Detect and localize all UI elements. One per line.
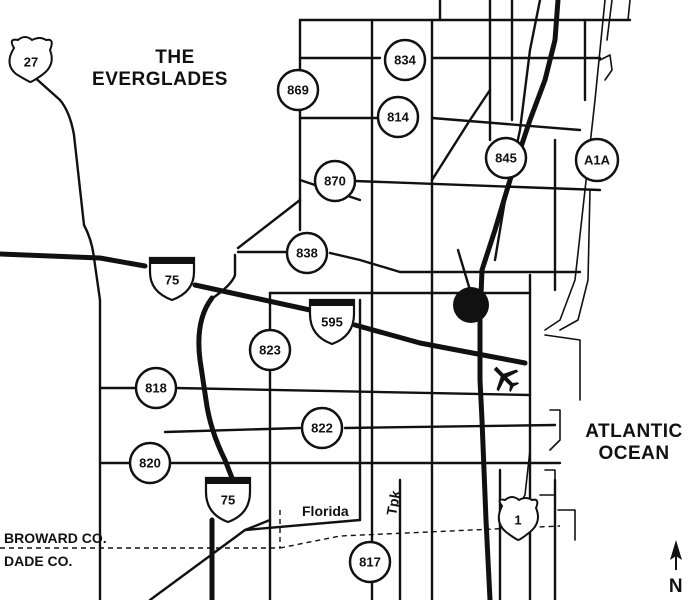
sr814-label: 814 bbox=[387, 110, 409, 125]
dade-county-label: DADE CO. bbox=[4, 553, 72, 569]
broward-county-label: BROWARD CO. bbox=[4, 530, 107, 546]
sr834-shield: 834 bbox=[383, 38, 427, 82]
sr845-label: 845 bbox=[495, 151, 517, 166]
us1-label: 1 bbox=[514, 513, 521, 528]
us27-shield: 27 bbox=[8, 36, 53, 84]
atlantic-ocean-label-line1: ATLANTIC bbox=[585, 421, 683, 442]
sr845-shield: 845 bbox=[484, 136, 528, 180]
i595-shield: 595 bbox=[308, 298, 356, 346]
i75-north-label: 75 bbox=[165, 273, 179, 288]
i595-label: 595 bbox=[321, 315, 343, 330]
sr870-shield: 870 bbox=[313, 159, 357, 203]
us27-label: 27 bbox=[24, 55, 38, 70]
i75-south-label: 75 bbox=[221, 493, 235, 508]
sr834-label: 834 bbox=[394, 53, 416, 68]
sr823-label: 823 bbox=[259, 343, 281, 358]
sr822-shield: 822 bbox=[300, 406, 344, 450]
sr822-label: 822 bbox=[311, 421, 333, 436]
sr820-shield: 820 bbox=[128, 441, 172, 485]
florida-turnpike-label: Florida bbox=[302, 503, 349, 519]
location-marker-icon bbox=[453, 287, 489, 323]
atlantic-ocean-label-line2: OCEAN bbox=[598, 443, 669, 464]
sr817-label: 817 bbox=[359, 555, 381, 570]
sr820-label: 820 bbox=[139, 456, 161, 471]
sr838-label: 838 bbox=[296, 246, 318, 261]
sr870-label: 870 bbox=[324, 174, 346, 189]
major-highways bbox=[0, 0, 561, 600]
sr818-shield: 818 bbox=[134, 366, 178, 410]
sr818-label: 818 bbox=[145, 381, 167, 396]
i75-south-shield: 75 bbox=[204, 476, 252, 524]
us1-shield: 1 bbox=[497, 496, 539, 542]
north-arrow-icon bbox=[670, 540, 682, 570]
sr823-shield: 823 bbox=[248, 328, 292, 372]
a1a-label: A1A bbox=[584, 153, 611, 168]
everglades-label-line2: EVERGLADES bbox=[92, 69, 228, 90]
road-network bbox=[30, 0, 632, 600]
i75-north-shield: 75 bbox=[148, 256, 196, 302]
county-line bbox=[0, 510, 561, 549]
sr869-shield: 869 bbox=[276, 68, 320, 112]
sr838-shield: 838 bbox=[285, 231, 329, 275]
airplane-icon bbox=[493, 366, 520, 393]
turnpike-abbrev-label: Tpk bbox=[383, 489, 403, 517]
sr814-shield: 814 bbox=[376, 95, 420, 139]
sr869-label: 869 bbox=[287, 83, 309, 98]
a1a-shield: A1A bbox=[574, 137, 620, 183]
sr817-shield: 817 bbox=[348, 540, 392, 584]
coastline bbox=[509, 0, 631, 541]
north-label: N bbox=[669, 576, 683, 597]
everglades-label-line1: THE bbox=[155, 47, 195, 68]
